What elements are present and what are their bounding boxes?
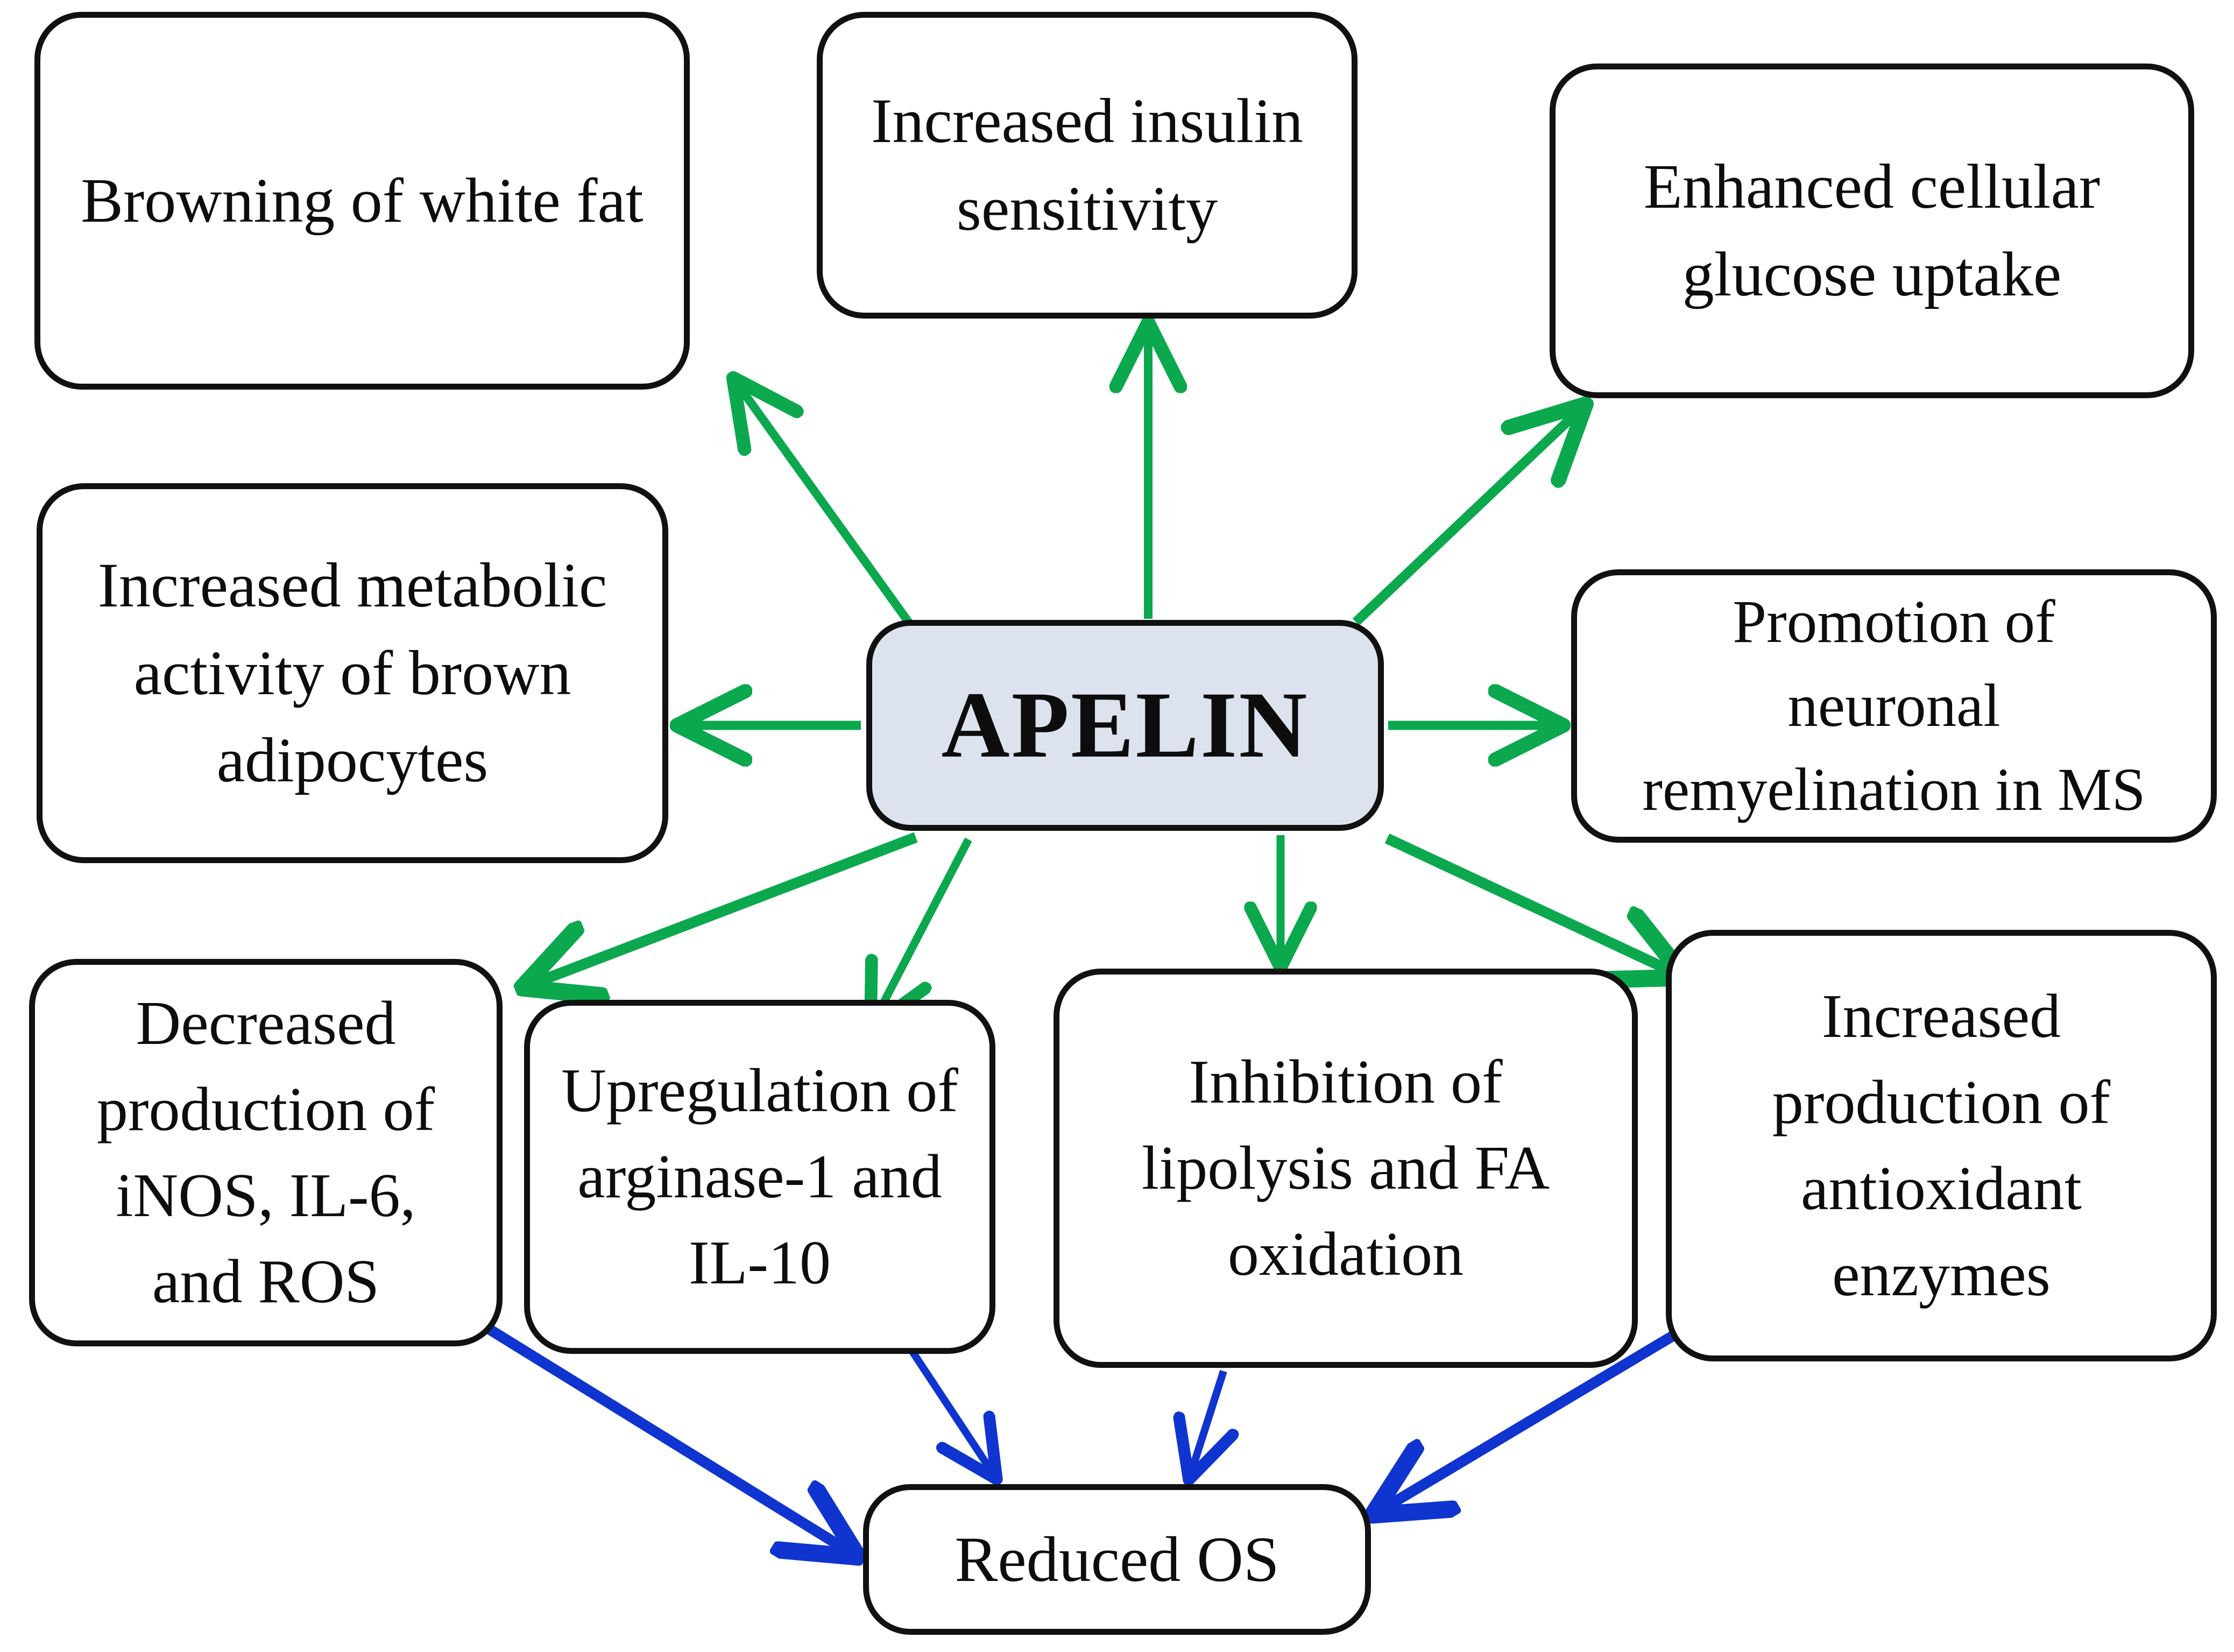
node-apelin-center[interactable]: APELIN — [866, 620, 1384, 831]
node-label: Decreased production of iNOS, IL-6, and … — [96, 989, 435, 1317]
edge-apelin-to-antiox — [1384, 833, 1680, 975]
edge-apelin-to-browning — [736, 382, 913, 626]
edge-inos-to-reducedos — [470, 1315, 853, 1554]
node-browning-of-white-fat[interactable]: Browning of white fat — [34, 12, 690, 390]
node-label: Increased insulin sensitivity — [871, 86, 1303, 244]
edge-apelin-to-glucose — [1352, 408, 1582, 626]
node-label: Increased production of antioxidant enzy… — [1772, 982, 2111, 1310]
node-enhanced-cellular-glucose-uptake[interactable]: Enhanced cellular glucose uptake — [1550, 63, 2194, 398]
node-decreased-production-inos-il6-ros[interactable]: Decreased production of iNOS, IL-6, and … — [29, 959, 503, 1346]
node-label: Inhibition of lipolysis and FA oxidation — [1141, 1047, 1550, 1289]
node-label: Promotion of neuronal remyelination in M… — [1642, 588, 2146, 823]
edge-apelin-to-inos — [527, 832, 918, 986]
node-reduced-os[interactable]: Reduced OS — [863, 1484, 1371, 1635]
node-label: Upregulation of arginase-1 and IL-10 — [561, 1056, 958, 1298]
node-increased-metabolic-activity-brown-adipocytes[interactable]: Increased metabolic activity of brown ad… — [37, 483, 668, 863]
edge-antiox-to-reducedos — [1377, 1324, 1687, 1512]
node-label: APELIN — [941, 672, 1309, 778]
node-inhibition-lipolysis-fa-oxidation[interactable]: Inhibition of lipolysis and FA oxidation — [1054, 969, 1638, 1368]
node-label: Reduced OS — [955, 1523, 1279, 1595]
edge-apelin-to-arginase — [873, 837, 972, 1023]
node-label: Increased metabolic activity of brown ad… — [97, 549, 607, 796]
node-upregulation-arginase1-il10[interactable]: Upregulation of arginase-1 and IL-10 — [524, 1000, 995, 1354]
node-label: Enhanced cellular glucose uptake — [1643, 151, 2101, 309]
node-increased-production-antioxidant-enzymes[interactable]: Increased production of antioxidant enzy… — [1666, 930, 2217, 1361]
edge-arginase-to-reducedos — [905, 1343, 994, 1475]
node-label: Browning of white fat — [81, 165, 644, 236]
node-increased-insulin-sensitivity[interactable]: Increased insulin sensitivity — [817, 12, 1358, 319]
node-promotion-of-neuronal-remyelination-in-ms[interactable]: Promotion of neuronal remyelination in M… — [1571, 569, 2217, 843]
edge-lipolysis-to-reducedos — [1190, 1369, 1224, 1475]
